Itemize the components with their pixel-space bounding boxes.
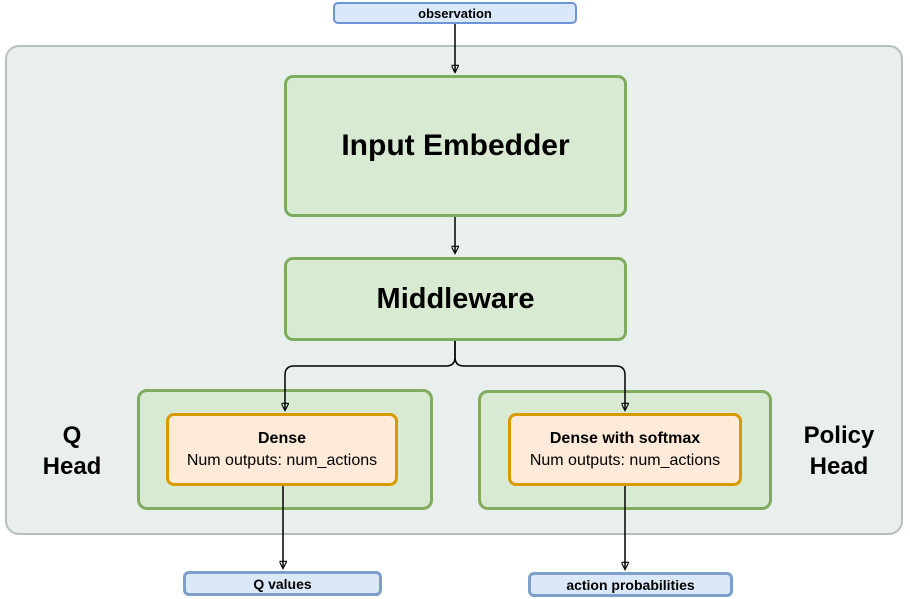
input-embedder-label: Input Embedder <box>341 129 570 162</box>
action-probabilities-label: action probabilities <box>566 576 695 593</box>
observation-node: observation <box>333 2 577 24</box>
observation-label: observation <box>418 5 492 21</box>
q-head-label: Q Head <box>22 420 122 482</box>
action-probabilities-node: action probabilities <box>528 572 733 597</box>
policy-head-label-line1: Policy <box>803 422 875 449</box>
q-dense-title: Dense <box>257 430 307 447</box>
q-head-label-line1: Q <box>62 422 82 449</box>
policy-dense-title: Dense with softmax <box>549 430 701 447</box>
input-embedder-node: Input Embedder <box>284 75 627 217</box>
policy-head-label: Policy Head <box>782 420 896 482</box>
q-head-label-line2: Head <box>42 453 102 480</box>
policy-dense-node: Dense with softmax Num outputs: num_acti… <box>508 413 742 486</box>
q-values-node: Q values <box>183 571 382 596</box>
q-values-label: Q values <box>253 575 312 592</box>
q-dense-node: Dense Num outputs: num_actions <box>166 413 398 486</box>
middleware-label: Middleware <box>376 282 535 315</box>
q-dense-subtitle: Num outputs: num_actions <box>186 452 378 469</box>
middleware-node: Middleware <box>284 257 627 341</box>
policy-head-label-line2: Head <box>809 453 869 480</box>
policy-dense-subtitle: Num outputs: num_actions <box>529 452 721 469</box>
